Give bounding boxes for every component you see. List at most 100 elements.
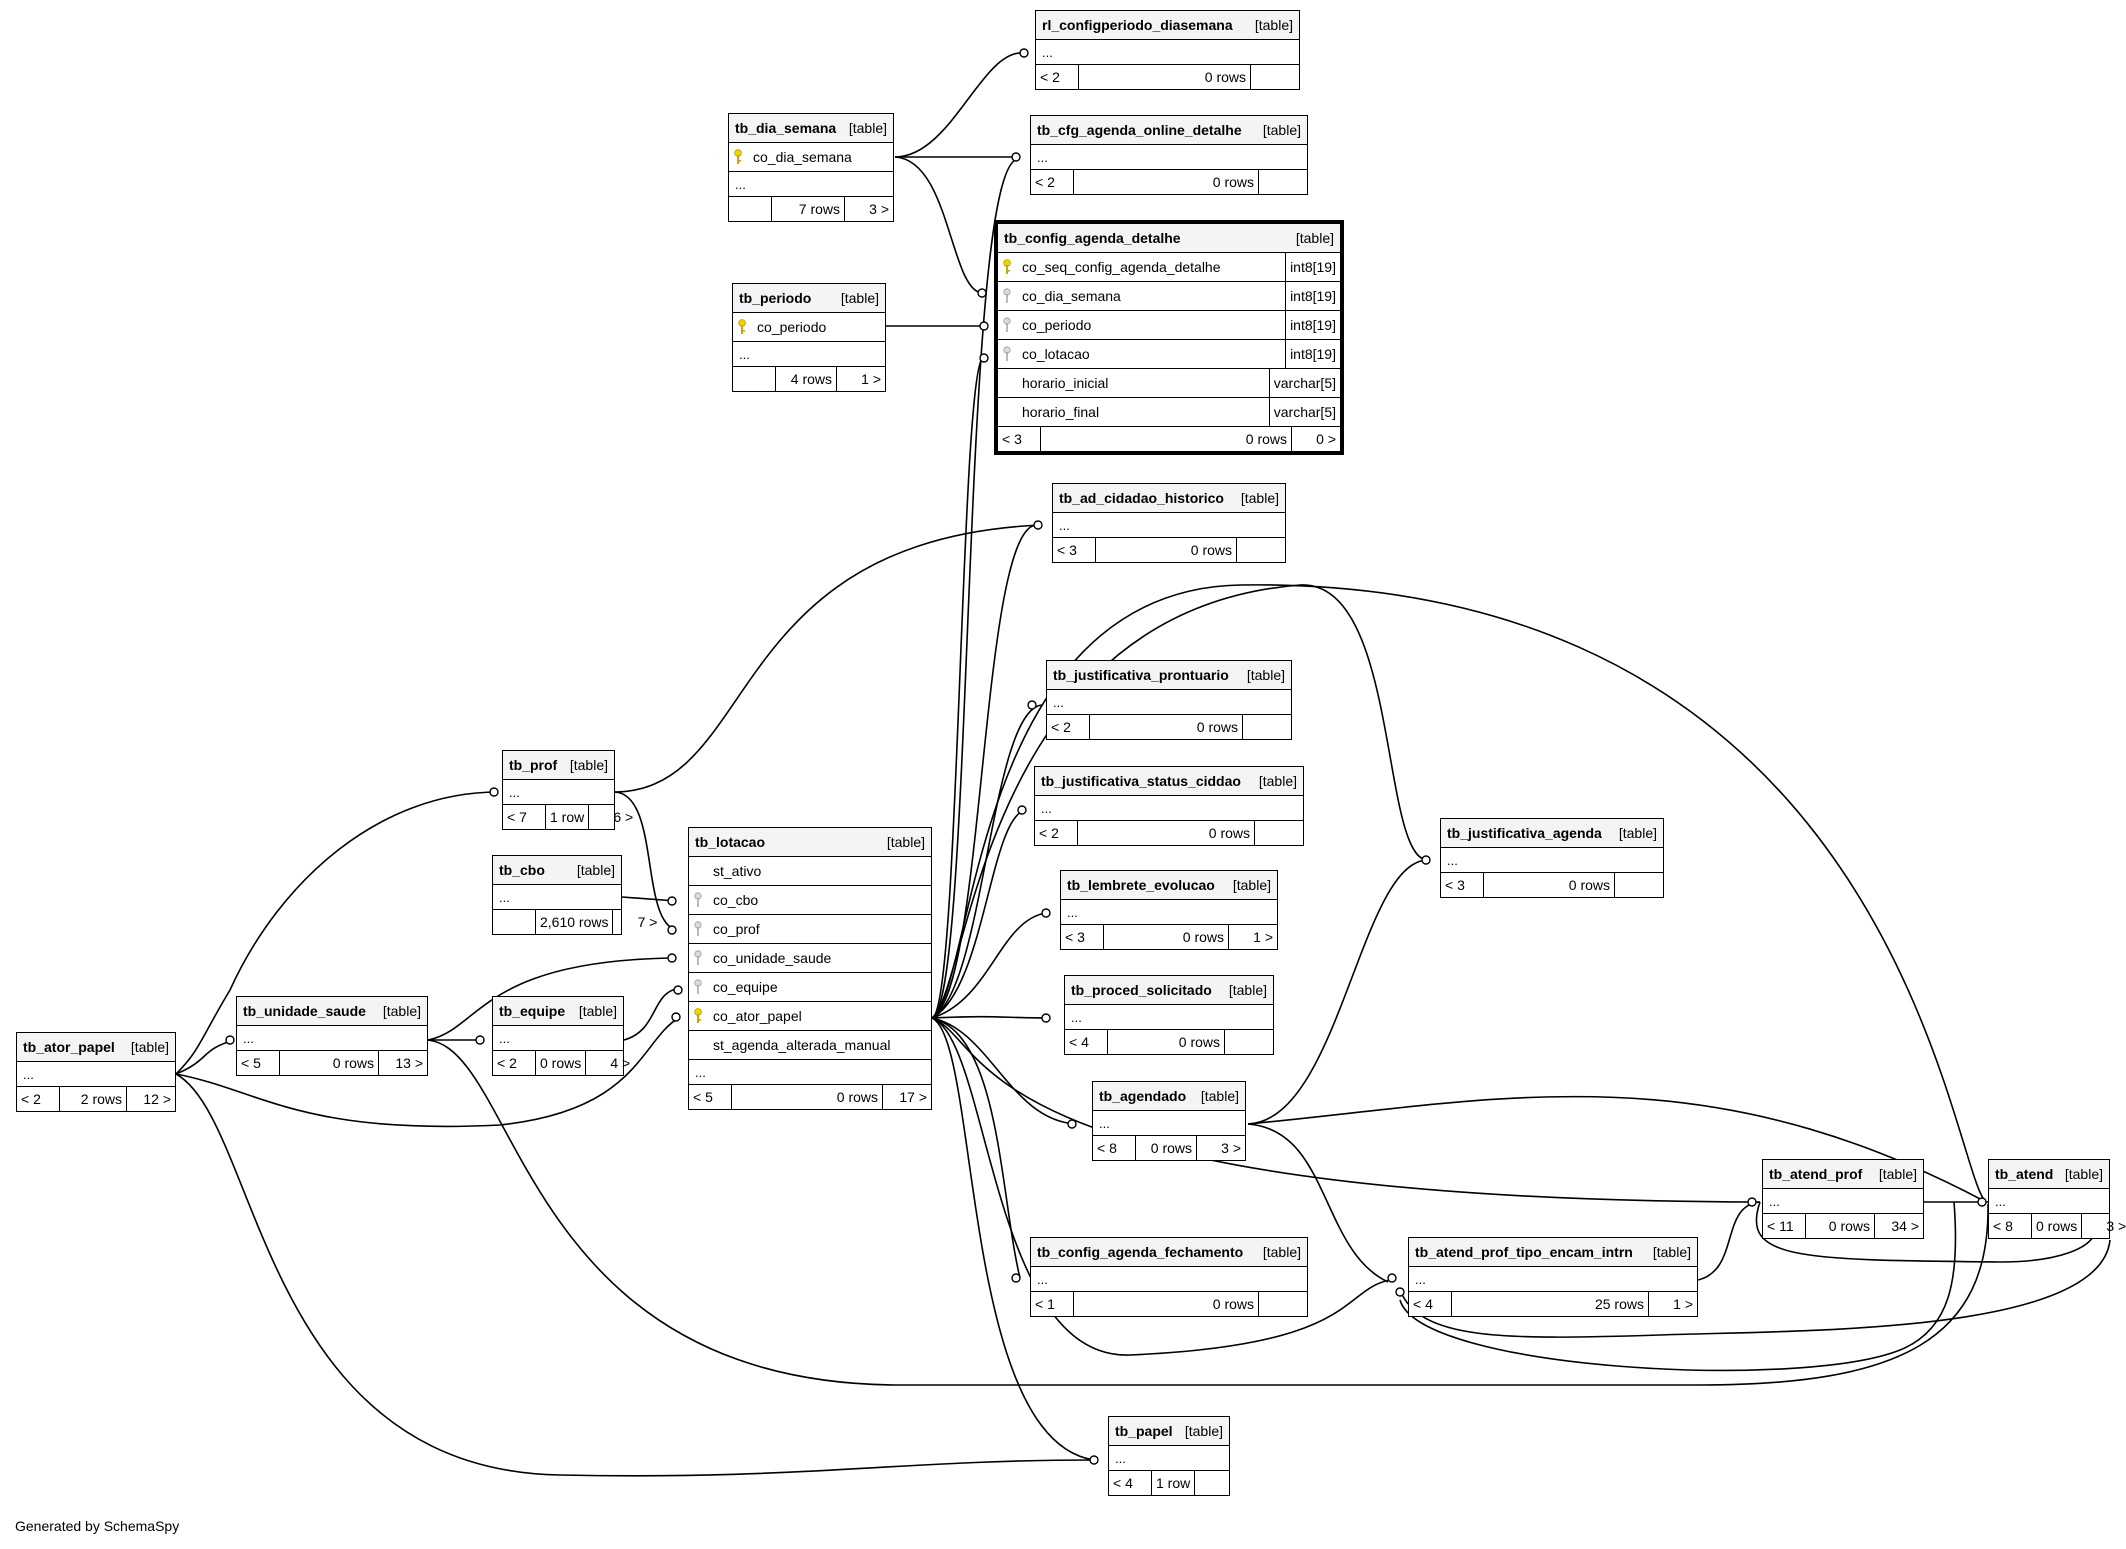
child-count-link[interactable]: 17 > — [882, 1085, 931, 1109]
column-row[interactable]: co_ator_papel — [689, 1002, 931, 1031]
parent-count-link[interactable]: < 2 — [1040, 69, 1060, 85]
child-count-link[interactable] — [1236, 538, 1285, 562]
table-name[interactable]: tb_proced_solicitado — [1071, 982, 1212, 998]
column-row[interactable]: st_ativo — [689, 857, 931, 886]
parent-count-link[interactable]: < 8 — [1993, 1218, 2013, 1234]
child-count-link[interactable]: 7 > — [612, 910, 661, 934]
parent-count-link[interactable]: < 2 — [1039, 825, 1059, 841]
table-tb-justificativa-prontuario[interactable]: tb_justificativa_prontuario[table]...< 2… — [1046, 660, 1292, 740]
parent-count-link[interactable]: < 2 — [497, 1055, 517, 1071]
child-count-link[interactable] — [1254, 821, 1303, 845]
child-count-link[interactable] — [1242, 715, 1291, 739]
table-name[interactable]: tb_atend_prof_tipo_encam_intrn — [1415, 1244, 1633, 1260]
table-name[interactable]: tb_lembrete_evolucao — [1067, 877, 1215, 893]
column-row[interactable]: co_cbo — [689, 886, 931, 915]
table-header[interactable]: rl_configperiodo_diasemana[table] — [1036, 11, 1299, 40]
table-name[interactable]: tb_config_agenda_fechamento — [1037, 1244, 1244, 1260]
table-name[interactable]: tb_justificativa_agenda — [1447, 825, 1602, 841]
table-header[interactable]: tb_atend_prof_tipo_encam_intrn[table] — [1409, 1238, 1697, 1267]
table-name[interactable]: tb_periodo — [739, 290, 812, 306]
table-header[interactable]: tb_proced_solicitado[table] — [1065, 976, 1273, 1005]
table-name[interactable]: tb_papel — [1115, 1423, 1173, 1439]
table-header[interactable]: tb_prof[table] — [503, 751, 614, 780]
parent-count-link[interactable]: < 5 — [241, 1055, 261, 1071]
parent-count-link[interactable]: < 4 — [1069, 1034, 1089, 1050]
table-header[interactable]: tb_periodo[table] — [733, 284, 885, 313]
parent-count-link[interactable]: < 8 — [1097, 1140, 1117, 1156]
parent-count-link[interactable]: < 2 — [1035, 174, 1055, 190]
table-header[interactable]: tb_agendado[table] — [1093, 1082, 1245, 1111]
column-row[interactable]: co_dia_semana — [729, 143, 893, 172]
table-header[interactable]: tb_justificativa_status_ciddao[table] — [1035, 767, 1303, 796]
table-header[interactable]: tb_ad_cidadao_historico[table] — [1053, 484, 1285, 513]
child-count-link[interactable]: 1 > — [1648, 1292, 1697, 1316]
child-count-link[interactable] — [1258, 170, 1307, 194]
table-name[interactable]: tb_justificativa_status_ciddao — [1041, 773, 1241, 789]
child-count-link[interactable] — [1250, 65, 1299, 89]
parent-count-link[interactable]: < 4 — [1113, 1475, 1133, 1491]
child-count-link[interactable]: 34 > — [1874, 1214, 1923, 1238]
table-header[interactable]: tb_dia_semana[table] — [729, 114, 893, 143]
table-header[interactable]: tb_config_agenda_detalhe[table] — [998, 224, 1340, 253]
table-name[interactable]: tb_justificativa_prontuario — [1053, 667, 1229, 683]
parent-count-link[interactable]: < 3 — [1057, 542, 1077, 558]
parent-count-link[interactable]: < 3 — [1002, 431, 1022, 447]
parent-count-link[interactable] — [733, 367, 775, 391]
table-name[interactable]: tb_equipe — [499, 1003, 566, 1019]
column-row[interactable]: st_agenda_alterada_manual — [689, 1031, 931, 1060]
table-header[interactable]: tb_lotacao[table] — [689, 828, 931, 857]
table-header[interactable]: tb_cfg_agenda_online_detalhe[table] — [1031, 116, 1307, 145]
parent-count-link[interactable]: < 7 — [507, 809, 527, 825]
parent-count-link[interactable]: < 1 — [1035, 1296, 1055, 1312]
table-tb-config-agenda-detalhe[interactable]: tb_config_agenda_detalhe[table]co_seq_co… — [994, 220, 1344, 455]
table-name[interactable]: tb_ator_papel — [23, 1039, 115, 1055]
table-header[interactable]: tb_atend[table] — [1989, 1160, 2109, 1189]
parent-count-link[interactable] — [729, 197, 771, 221]
child-count-link[interactable]: 1 > — [1228, 925, 1277, 949]
table-name[interactable]: rl_configperiodo_diasemana — [1042, 17, 1233, 33]
child-count-link[interactable]: 6 > — [588, 805, 637, 829]
parent-count-link[interactable]: < 2 — [1051, 719, 1071, 735]
child-count-link[interactable]: 3 > — [1196, 1136, 1245, 1160]
child-count-link[interactable]: 4 > — [585, 1051, 634, 1075]
table-name[interactable]: tb_cfg_agenda_online_detalhe — [1037, 122, 1242, 138]
table-name[interactable]: tb_prof — [509, 757, 558, 773]
parent-count-link[interactable]: < 11 — [1767, 1218, 1794, 1234]
table-header[interactable]: tb_cbo[table] — [493, 856, 621, 885]
parent-count-link[interactable] — [493, 910, 535, 934]
table-tb-cfg-agenda-online-detalhe[interactable]: tb_cfg_agenda_online_detalhe[table]...< … — [1030, 115, 1308, 195]
column-row[interactable]: co_unidade_saude — [689, 944, 931, 973]
table-header[interactable]: tb_justificativa_agenda[table] — [1441, 819, 1663, 848]
child-count-link[interactable]: 1 > — [836, 367, 885, 391]
column-row[interactable]: co_periodo — [733, 313, 885, 342]
table-name[interactable]: tb_cbo — [499, 862, 545, 878]
table-tb-justificativa-status-ciddao[interactable]: tb_justificativa_status_ciddao[table]...… — [1034, 766, 1304, 846]
child-count-link[interactable]: 3 > — [2081, 1214, 2126, 1238]
parent-count-link[interactable]: < 5 — [693, 1089, 713, 1105]
table-header[interactable]: tb_equipe[table] — [493, 997, 623, 1026]
table-name[interactable]: tb_agendado — [1099, 1088, 1187, 1104]
child-count-link[interactable]: 12 > — [126, 1087, 175, 1111]
table-name[interactable]: tb_atend_prof — [1769, 1166, 1863, 1182]
parent-count-link[interactable]: < 3 — [1065, 929, 1085, 945]
table-header[interactable]: tb_papel[table] — [1109, 1417, 1229, 1446]
table-name[interactable]: tb_unidade_saude — [243, 1003, 366, 1019]
parent-count-link[interactable]: < 2 — [21, 1091, 41, 1107]
table-tb-dia-semana[interactable]: tb_dia_semana[table]co_dia_semana...7 ro… — [728, 113, 894, 222]
table-header[interactable]: tb_config_agenda_fechamento[table] — [1031, 1238, 1307, 1267]
